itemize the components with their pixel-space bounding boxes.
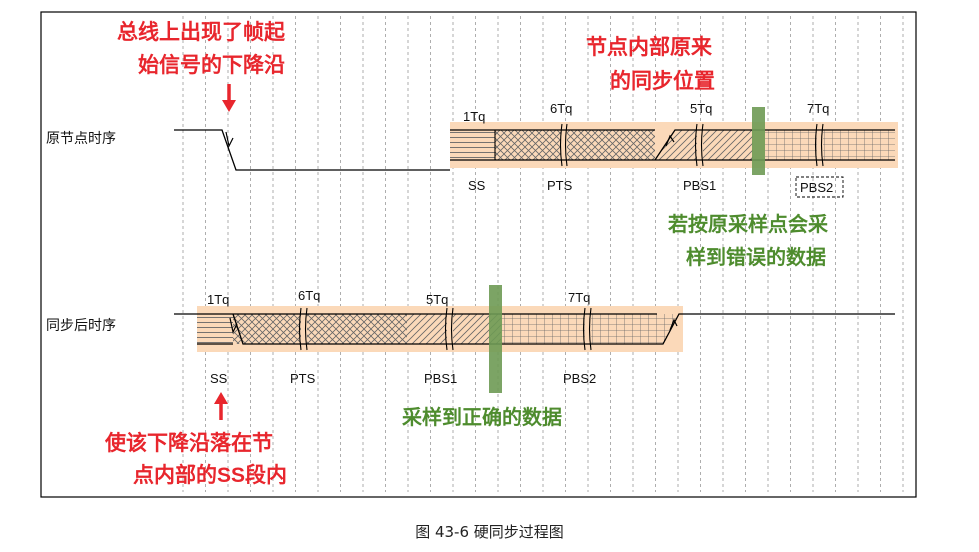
move-edge-note-line2: 点内部的SS段内 [133,463,287,487]
synced-ss-tq: 1Tq [207,292,229,307]
synced-pbs1-tq: 5Tq [426,292,448,307]
original-position-note-line1: 节点内部原来 [586,35,713,59]
original-pbs2-fill-2 [823,130,895,160]
synced-segments [197,314,679,344]
synced-sample-bar [489,285,502,393]
move-edge-note-line1: 使该下降沿落在节 [104,431,273,455]
row-label-synced: 同步后时序 [46,318,116,334]
original-pts-fill-2 [567,130,655,160]
original-pbs1-name: PBS1 [683,178,716,193]
original-pbs2-tq: 7Tq [807,101,829,116]
original-pts-fill [495,130,561,160]
original-pbs2-name: PBS2 [800,180,833,195]
correct-sample-note: 采样到正确的数据 [402,405,562,429]
diagram-frame [40,11,917,498]
bus-edge-note-line1: 总线上出现了帧起 [117,20,286,44]
original-pbs2-fill [765,130,817,160]
row-label-original: 原节点时序 [46,131,116,147]
original-pbs1-marker [665,134,675,147]
original-pts-tq: 6Tq [550,101,572,116]
time-grid [182,16,904,492]
synced-pbs1-name: PBS1 [424,371,457,386]
original-sample-bar [752,107,765,175]
original-pbs2-dashed-box [795,176,844,198]
original-pbs1-fill-2 [703,130,753,160]
synced-pbs2-marker [669,318,678,331]
synced-ss-fill [197,314,233,344]
original-signal-line [174,129,895,171]
original-segments [450,130,895,160]
original-position-note-line2: 的同步位置 [610,69,715,93]
synced-signal-line [174,313,895,345]
synced-pts-name: PTS [290,371,316,386]
original-edge-marker [225,131,234,148]
original-pbs1-fill [655,130,697,160]
bus-edge-note-line2: 始信号的下降沿 [138,53,285,77]
original-ss-tq: 1Tq [463,109,485,124]
synced-pts-fill-3 [307,314,407,344]
red-arrows [214,84,236,420]
synced-pbs2-fill-2 [591,314,657,344]
synced-pbs2-fill [501,314,585,344]
synced-pts-tq: 6Tq [298,288,320,303]
original-pbs1-tq: 5Tq [690,101,712,116]
original-boundaries [494,123,824,167]
original-ss-name: SS [468,178,486,193]
synced-pbs2-name: PBS2 [563,371,596,386]
figure-caption: 图 43-6 硬同步过程图 [415,523,564,541]
wrong-sample-note-line1: 若按原采样点会采 [667,212,828,236]
synced-ss-name: SS [210,371,228,386]
original-ss-fill [450,130,495,160]
wrong-sample-note-line2: 样到错误的数据 [686,245,826,269]
synced-edge-marker [229,317,238,334]
synced-boundaries [298,307,592,351]
synced-pts-fill-2 [243,314,301,344]
original-pts-name: PTS [547,178,573,193]
synced-pbs1-fill [407,314,447,344]
synced-pbs2-tq: 7Tq [568,290,590,305]
